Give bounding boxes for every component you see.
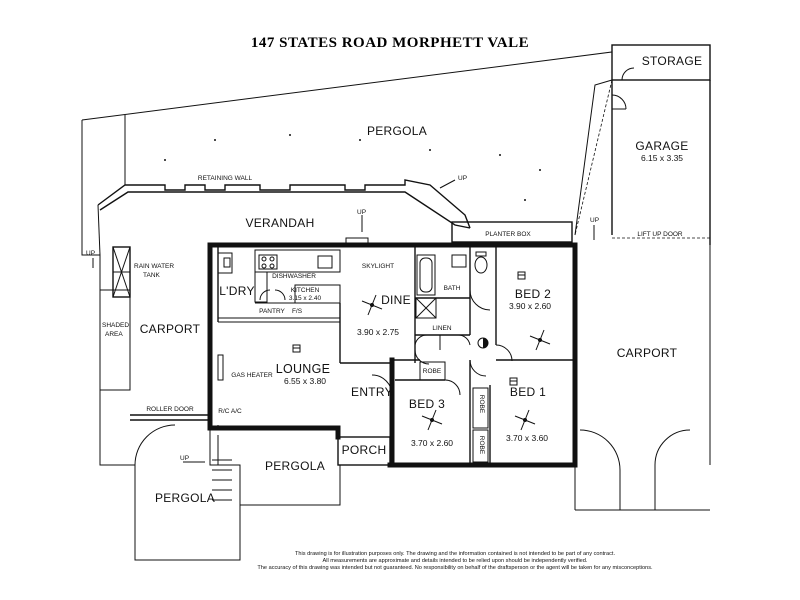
robe-bed1-label-b: ROBE bbox=[478, 436, 485, 455]
pantry-label: PANTRY bbox=[259, 308, 285, 315]
gas-heater-label: GAS HEATER bbox=[231, 372, 273, 379]
fs-label: F/S bbox=[292, 308, 303, 315]
shaded-area bbox=[99, 289, 131, 391]
house-walls bbox=[207, 242, 578, 468]
linen-doors bbox=[414, 334, 471, 350]
retaining-wall bbox=[97, 179, 471, 256]
lower-pergolas bbox=[134, 430, 341, 561]
roller-door bbox=[130, 414, 210, 466]
bed2-label: BED 2 bbox=[515, 287, 551, 301]
garage-structure bbox=[611, 44, 711, 245]
bath-label: BATH bbox=[444, 285, 461, 292]
up-label-5: UP bbox=[180, 455, 189, 462]
rain-water-tank-label: RAIN WATER bbox=[134, 263, 174, 270]
lift-up-door-label: LIFT UP DOOR bbox=[637, 231, 683, 238]
garage-dimensions: 6.15 x 3.35 bbox=[641, 153, 683, 163]
bed3-label: BED 3 bbox=[409, 397, 445, 411]
rain-water-tank-label-2: TANK bbox=[143, 272, 161, 279]
shaded-area-label: SHADED bbox=[102, 322, 129, 329]
disclaimer-line-2: All measurements are approximate and det… bbox=[323, 558, 588, 564]
step-arrows bbox=[92, 179, 595, 463]
linen-label: LINEN bbox=[432, 325, 451, 332]
planter-box bbox=[451, 221, 573, 243]
robe-bed3-label: ROBE bbox=[423, 368, 442, 375]
ceiling-fan-icon bbox=[361, 294, 551, 431]
carport-left-label: CARPORT bbox=[140, 322, 201, 336]
door-swings bbox=[371, 344, 513, 396]
kitchen-fixtures bbox=[254, 237, 369, 304]
bed3-dimensions: 3.70 x 2.60 bbox=[411, 438, 453, 448]
verandah-label: VERANDAH bbox=[245, 216, 314, 230]
lounge-label: LOUNGE bbox=[276, 362, 331, 376]
dishwasher-label: DISHWASHER bbox=[272, 273, 316, 280]
up-label-2: UP bbox=[357, 209, 366, 216]
kitchen-dimensions: 3.15 x 2.40 bbox=[289, 295, 322, 302]
planter-box-label: PLANTER BOX bbox=[485, 231, 531, 238]
disclaimer-line-1: This drawing is for illustration purpose… bbox=[295, 551, 616, 557]
retaining-wall-label: RETAINING WALL bbox=[198, 175, 253, 182]
garage-label: GARAGE bbox=[635, 139, 688, 153]
pergola-mid-label: PERGOLA bbox=[265, 459, 325, 473]
carport-right-label: CARPORT bbox=[617, 346, 678, 360]
dine-label: DINE bbox=[381, 293, 411, 307]
bed1-label: BED 1 bbox=[510, 385, 546, 399]
kitchen-label: KITCHEN bbox=[291, 287, 320, 294]
dine-dimensions: 3.90 x 2.75 bbox=[357, 327, 399, 337]
right-carport bbox=[574, 245, 711, 511]
lounge-dimensions: 6.55 x 3.80 bbox=[284, 376, 326, 386]
roller-door-label: ROLLER DOOR bbox=[146, 406, 194, 413]
rain-water-tank bbox=[112, 246, 131, 298]
up-label-3: UP bbox=[590, 217, 599, 224]
laundry-fixtures bbox=[217, 252, 233, 274]
up-label-4: UP bbox=[86, 250, 95, 257]
light-fixture-icon bbox=[217, 271, 526, 386]
storage-label: STORAGE bbox=[642, 54, 703, 68]
entry-label: ENTRY bbox=[351, 385, 393, 399]
laundry-label: L'DRY bbox=[219, 284, 255, 298]
skylight-label: SKYLIGHT bbox=[362, 263, 394, 270]
plan-title: 147 STATES ROAD MORPHETT VALE bbox=[251, 35, 529, 51]
site-outline bbox=[81, 51, 613, 466]
robes bbox=[419, 361, 489, 463]
up-label-1: UP bbox=[458, 175, 467, 182]
bath-fixtures bbox=[415, 251, 491, 319]
porch-label: PORCH bbox=[342, 443, 387, 457]
pergola-bottom-label: PERGOLA bbox=[155, 491, 215, 505]
robe-bed1-label-a: ROBE bbox=[478, 395, 485, 414]
shaded-area-label-2: AREA bbox=[105, 331, 123, 338]
pergola-top-label: PERGOLA bbox=[367, 124, 427, 138]
disclaimer-line-3: The accuracy of this drawing was intende… bbox=[257, 565, 653, 571]
bed2-dimensions: 3.90 x 2.60 bbox=[509, 301, 551, 311]
bed1-dimensions: 3.70 x 3.60 bbox=[506, 433, 548, 443]
rc-ac-label: R/C A/C bbox=[218, 408, 242, 415]
